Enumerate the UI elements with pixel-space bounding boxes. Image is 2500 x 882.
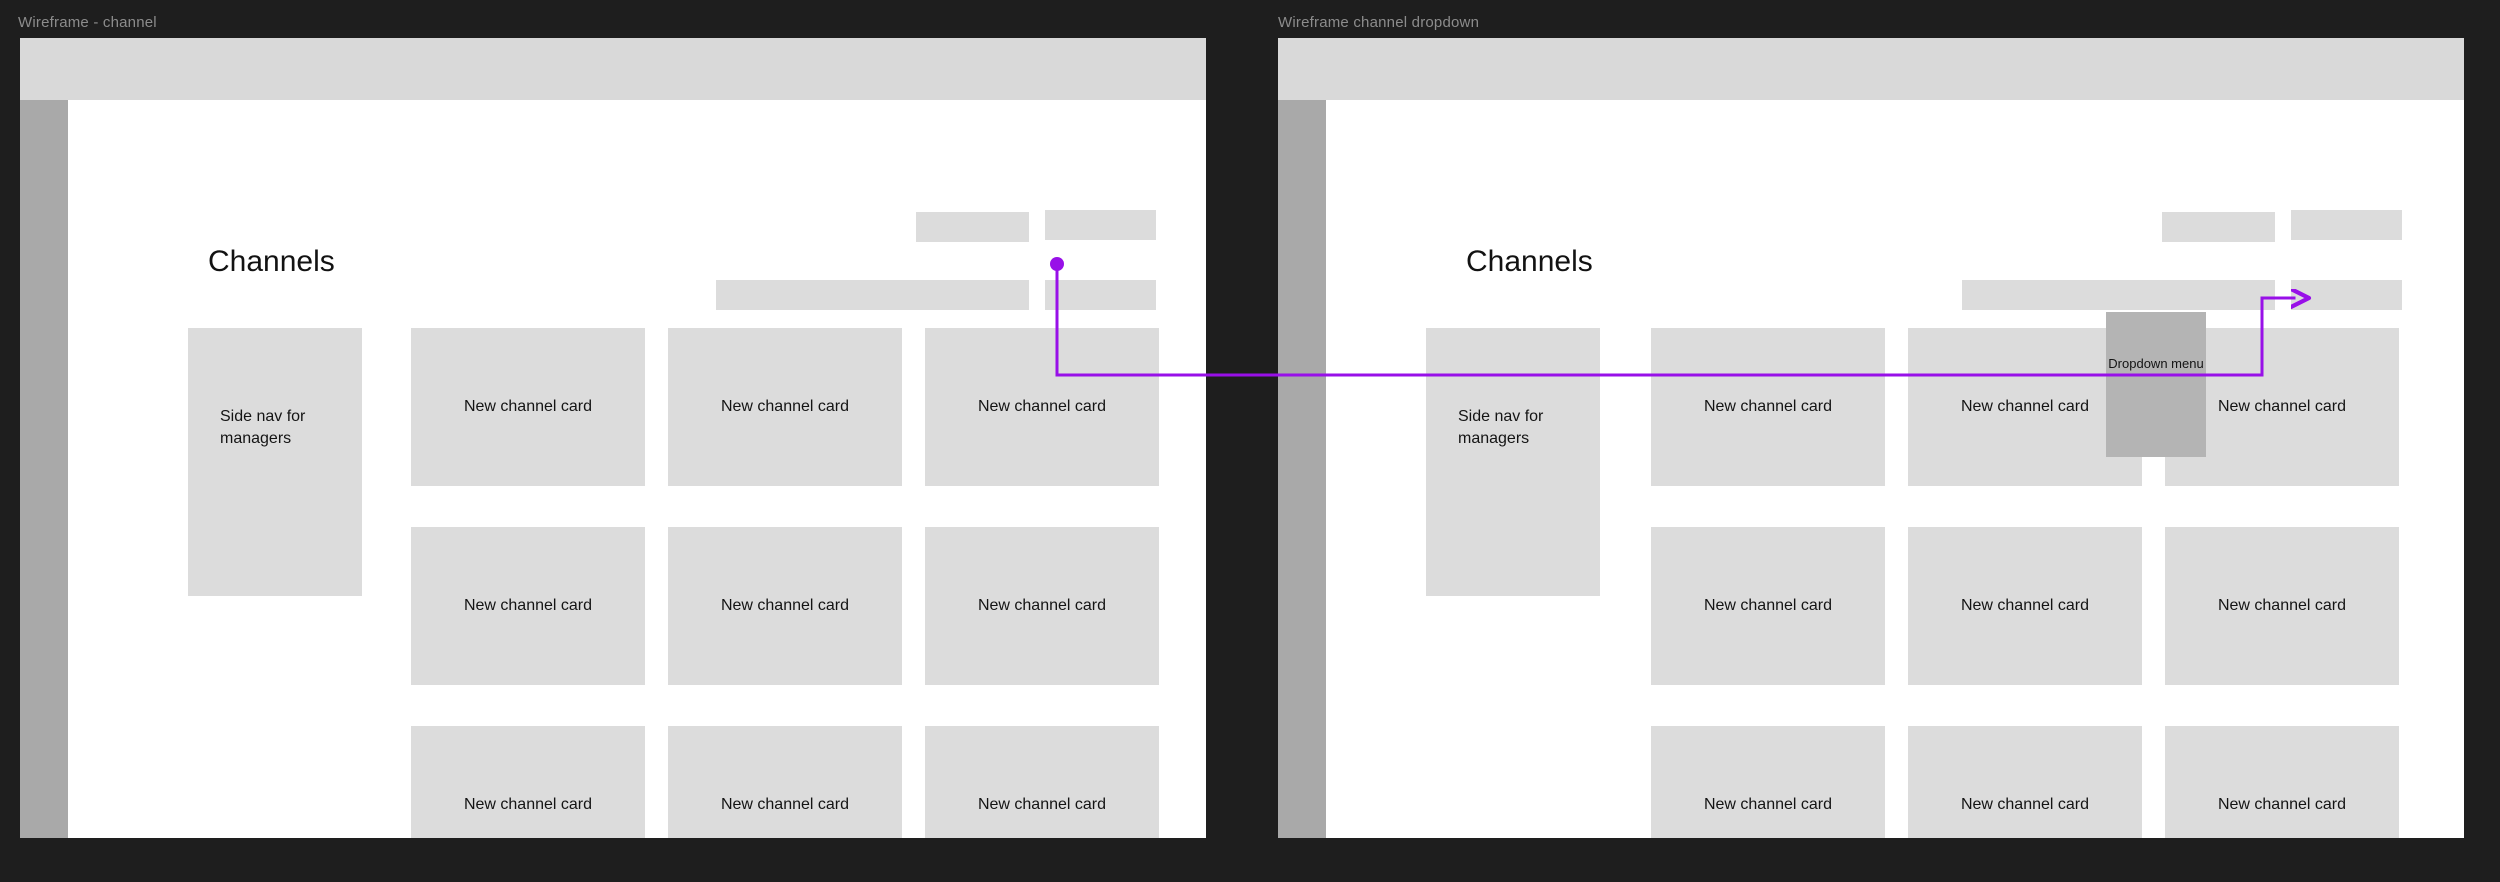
channel-card-label: New channel card: [1960, 597, 2090, 614]
app-header-bar: [20, 38, 1206, 100]
channel-card-label: New channel card: [2217, 796, 2347, 813]
channel-card[interactable]: New channel card: [1651, 328, 1885, 486]
frame-label-wireframe-channel: Wireframe - channel: [18, 14, 157, 31]
channel-card[interactable]: New channel card: [411, 328, 645, 486]
search-bar[interactable]: [1962, 280, 2275, 310]
page-title: Channels: [208, 245, 335, 278]
channel-card-label: New channel card: [1703, 398, 1833, 415]
channel-card[interactable]: New channel card: [411, 726, 645, 838]
channel-card[interactable]: New channel card: [2165, 527, 2399, 685]
channel-card[interactable]: New channel card: [925, 726, 1159, 838]
app-sidebar-strip: [1278, 100, 1326, 838]
channel-card-label: New channel card: [977, 398, 1107, 415]
channel-card-label: New channel card: [1703, 597, 1833, 614]
top-bar-1[interactable]: [2162, 212, 2275, 242]
channel-card-label: New channel card: [1960, 398, 2090, 415]
side-nav-label: Side nav for managers: [220, 408, 306, 447]
frame-label-wireframe-channel-dropdown: Wireframe channel dropdown: [1278, 14, 1480, 31]
top-bar-1[interactable]: [916, 212, 1029, 242]
channel-card-label: New channel card: [463, 597, 593, 614]
channel-card[interactable]: New channel card: [411, 527, 645, 685]
channel-card-label: New channel card: [1703, 796, 1833, 813]
side-nav-label: Side nav for managers: [1458, 408, 1544, 447]
top-bar-2[interactable]: [2291, 210, 2402, 240]
channel-card[interactable]: New channel card: [925, 527, 1159, 685]
channel-card[interactable]: New channel card: [668, 328, 902, 486]
filter-bar[interactable]: [2291, 280, 2402, 310]
channel-card[interactable]: New channel card: [1908, 527, 2142, 685]
search-bar[interactable]: [716, 280, 1029, 310]
app-sidebar-strip: [20, 100, 68, 838]
channel-card-label: New channel card: [463, 398, 593, 415]
side-nav-block[interactable]: Side nav for managers: [188, 328, 362, 596]
channel-card-label: New channel card: [1960, 796, 2090, 813]
channel-card-label: New channel card: [977, 796, 1107, 813]
channel-card[interactable]: New channel card: [668, 726, 902, 838]
channel-card[interactable]: New channel card: [1908, 726, 2142, 838]
channel-card[interactable]: New channel card: [925, 328, 1159, 486]
side-nav-block[interactable]: Side nav for managers: [1426, 328, 1600, 596]
dropdown-menu[interactable]: Dropdown menu: [2106, 312, 2206, 457]
channel-card-label: New channel card: [463, 796, 593, 813]
channel-card-label: New channel card: [2217, 597, 2347, 614]
app-header-bar: [1278, 38, 2464, 100]
channel-card-label: New channel card: [720, 398, 850, 415]
dropdown-menu-label: Dropdown menu: [2108, 356, 2204, 371]
channel-card[interactable]: New channel card: [1651, 726, 1885, 838]
channel-card-label: New channel card: [977, 597, 1107, 614]
top-bar-2[interactable]: [1045, 210, 1156, 240]
channel-card-label: New channel card: [720, 597, 850, 614]
channel-card-label: New channel card: [720, 796, 850, 813]
channel-card-label: New channel card: [2217, 398, 2347, 415]
channel-card[interactable]: New channel card: [2165, 726, 2399, 838]
channel-card[interactable]: New channel card: [668, 527, 902, 685]
channel-card[interactable]: New channel card: [1651, 527, 1885, 685]
page-title: Channels: [1466, 245, 1593, 278]
filter-bar[interactable]: [1045, 280, 1156, 310]
